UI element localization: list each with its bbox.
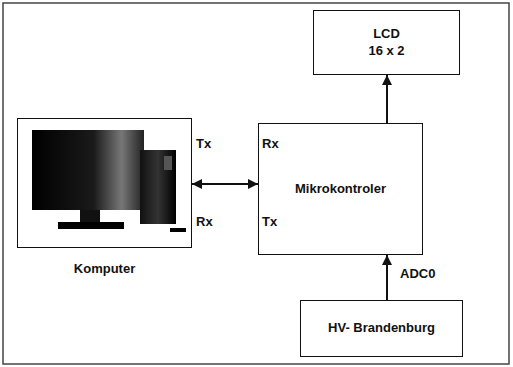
pc-tower <box>140 150 176 224</box>
signal-name: Tx <box>262 214 277 229</box>
monitor-stand <box>80 210 100 224</box>
block-box: Mikrokontroler <box>258 123 423 255</box>
signal-arrow <box>386 75 388 123</box>
monitor-base <box>58 222 124 229</box>
monitor-screen <box>32 130 144 210</box>
box-caption: Komputer <box>18 261 191 277</box>
box-label: HV- Brandenburg <box>328 320 435 336</box>
frame-border <box>3 3 509 364</box>
signal-name: Tx <box>196 136 211 151</box>
mouse-pad <box>170 228 186 232</box>
signal-name: Rx <box>262 136 279 151</box>
block-box: LCD 16 x 2 <box>313 10 460 75</box>
box-label: LCD 16 x 2 <box>365 26 409 59</box>
signal-arrow <box>192 183 258 185</box>
pin-name: ADC0 <box>400 266 435 281</box>
box-label: Mikrokontroler <box>295 181 386 197</box>
block-box: Komputer <box>17 118 192 248</box>
signal-arrow <box>386 255 388 300</box>
signal-name: Rx <box>196 214 213 229</box>
block-box: HV- Brandenburg <box>300 300 463 357</box>
tower-drive <box>164 156 172 170</box>
